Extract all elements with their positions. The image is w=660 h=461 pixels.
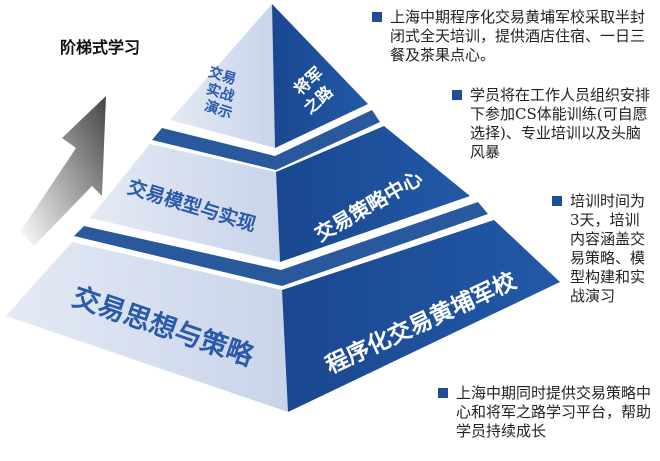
note-3: 培训时间为3天，培训内容涵盖交易策略、模型构建和实战演习 <box>552 192 652 306</box>
note-2-text: 学员将在工作人员组织安排下参加CS体能训练(可自愿选择)、专业培训以及头脑风暴 <box>470 86 651 161</box>
note-2: 学员将在工作人员组织安排下参加CS体能训练(可自愿选择)、专业培训以及头脑风暴 <box>452 86 652 162</box>
bullet-square-icon <box>552 196 562 206</box>
bullet-square-icon <box>372 12 382 22</box>
tier-middle-left-face <box>90 144 280 262</box>
growth-arrow-icon <box>20 96 106 246</box>
diagram-title: 阶梯式学习 <box>60 38 141 57</box>
tier-bottom-left-face <box>6 242 288 412</box>
note-4-text: 上海中期同时提供交易策略中心和将军之路学习平台，帮助学员持续成长 <box>456 384 652 440</box>
tier-top-right-face <box>272 4 368 148</box>
bullet-square-icon <box>452 90 462 100</box>
tier-top-left-face <box>170 4 275 148</box>
separator-band-middle <box>74 202 488 286</box>
note-3-text: 培训时间为3天，培训内容涵盖交易策略、模型构建和实战演习 <box>570 192 646 305</box>
note-1-text: 上海中期程序化交易黄埔军校采取半封闭式全天培训，提供酒店住宿、一日三餐及茶果点心… <box>390 8 646 64</box>
tier-middle-right-face <box>276 126 470 262</box>
note-4: 上海中期同时提供交易策略中心和将军之路学习平台，帮助学员持续成长 <box>438 384 652 441</box>
note-1: 上海中期程序化交易黄埔军校采取半封闭式全天培训，提供酒店住宿、一日三餐及茶果点心… <box>372 8 652 65</box>
tier-bottom-right-face <box>282 220 560 412</box>
bullet-square-icon <box>438 388 448 398</box>
separator-band-top <box>152 110 380 170</box>
